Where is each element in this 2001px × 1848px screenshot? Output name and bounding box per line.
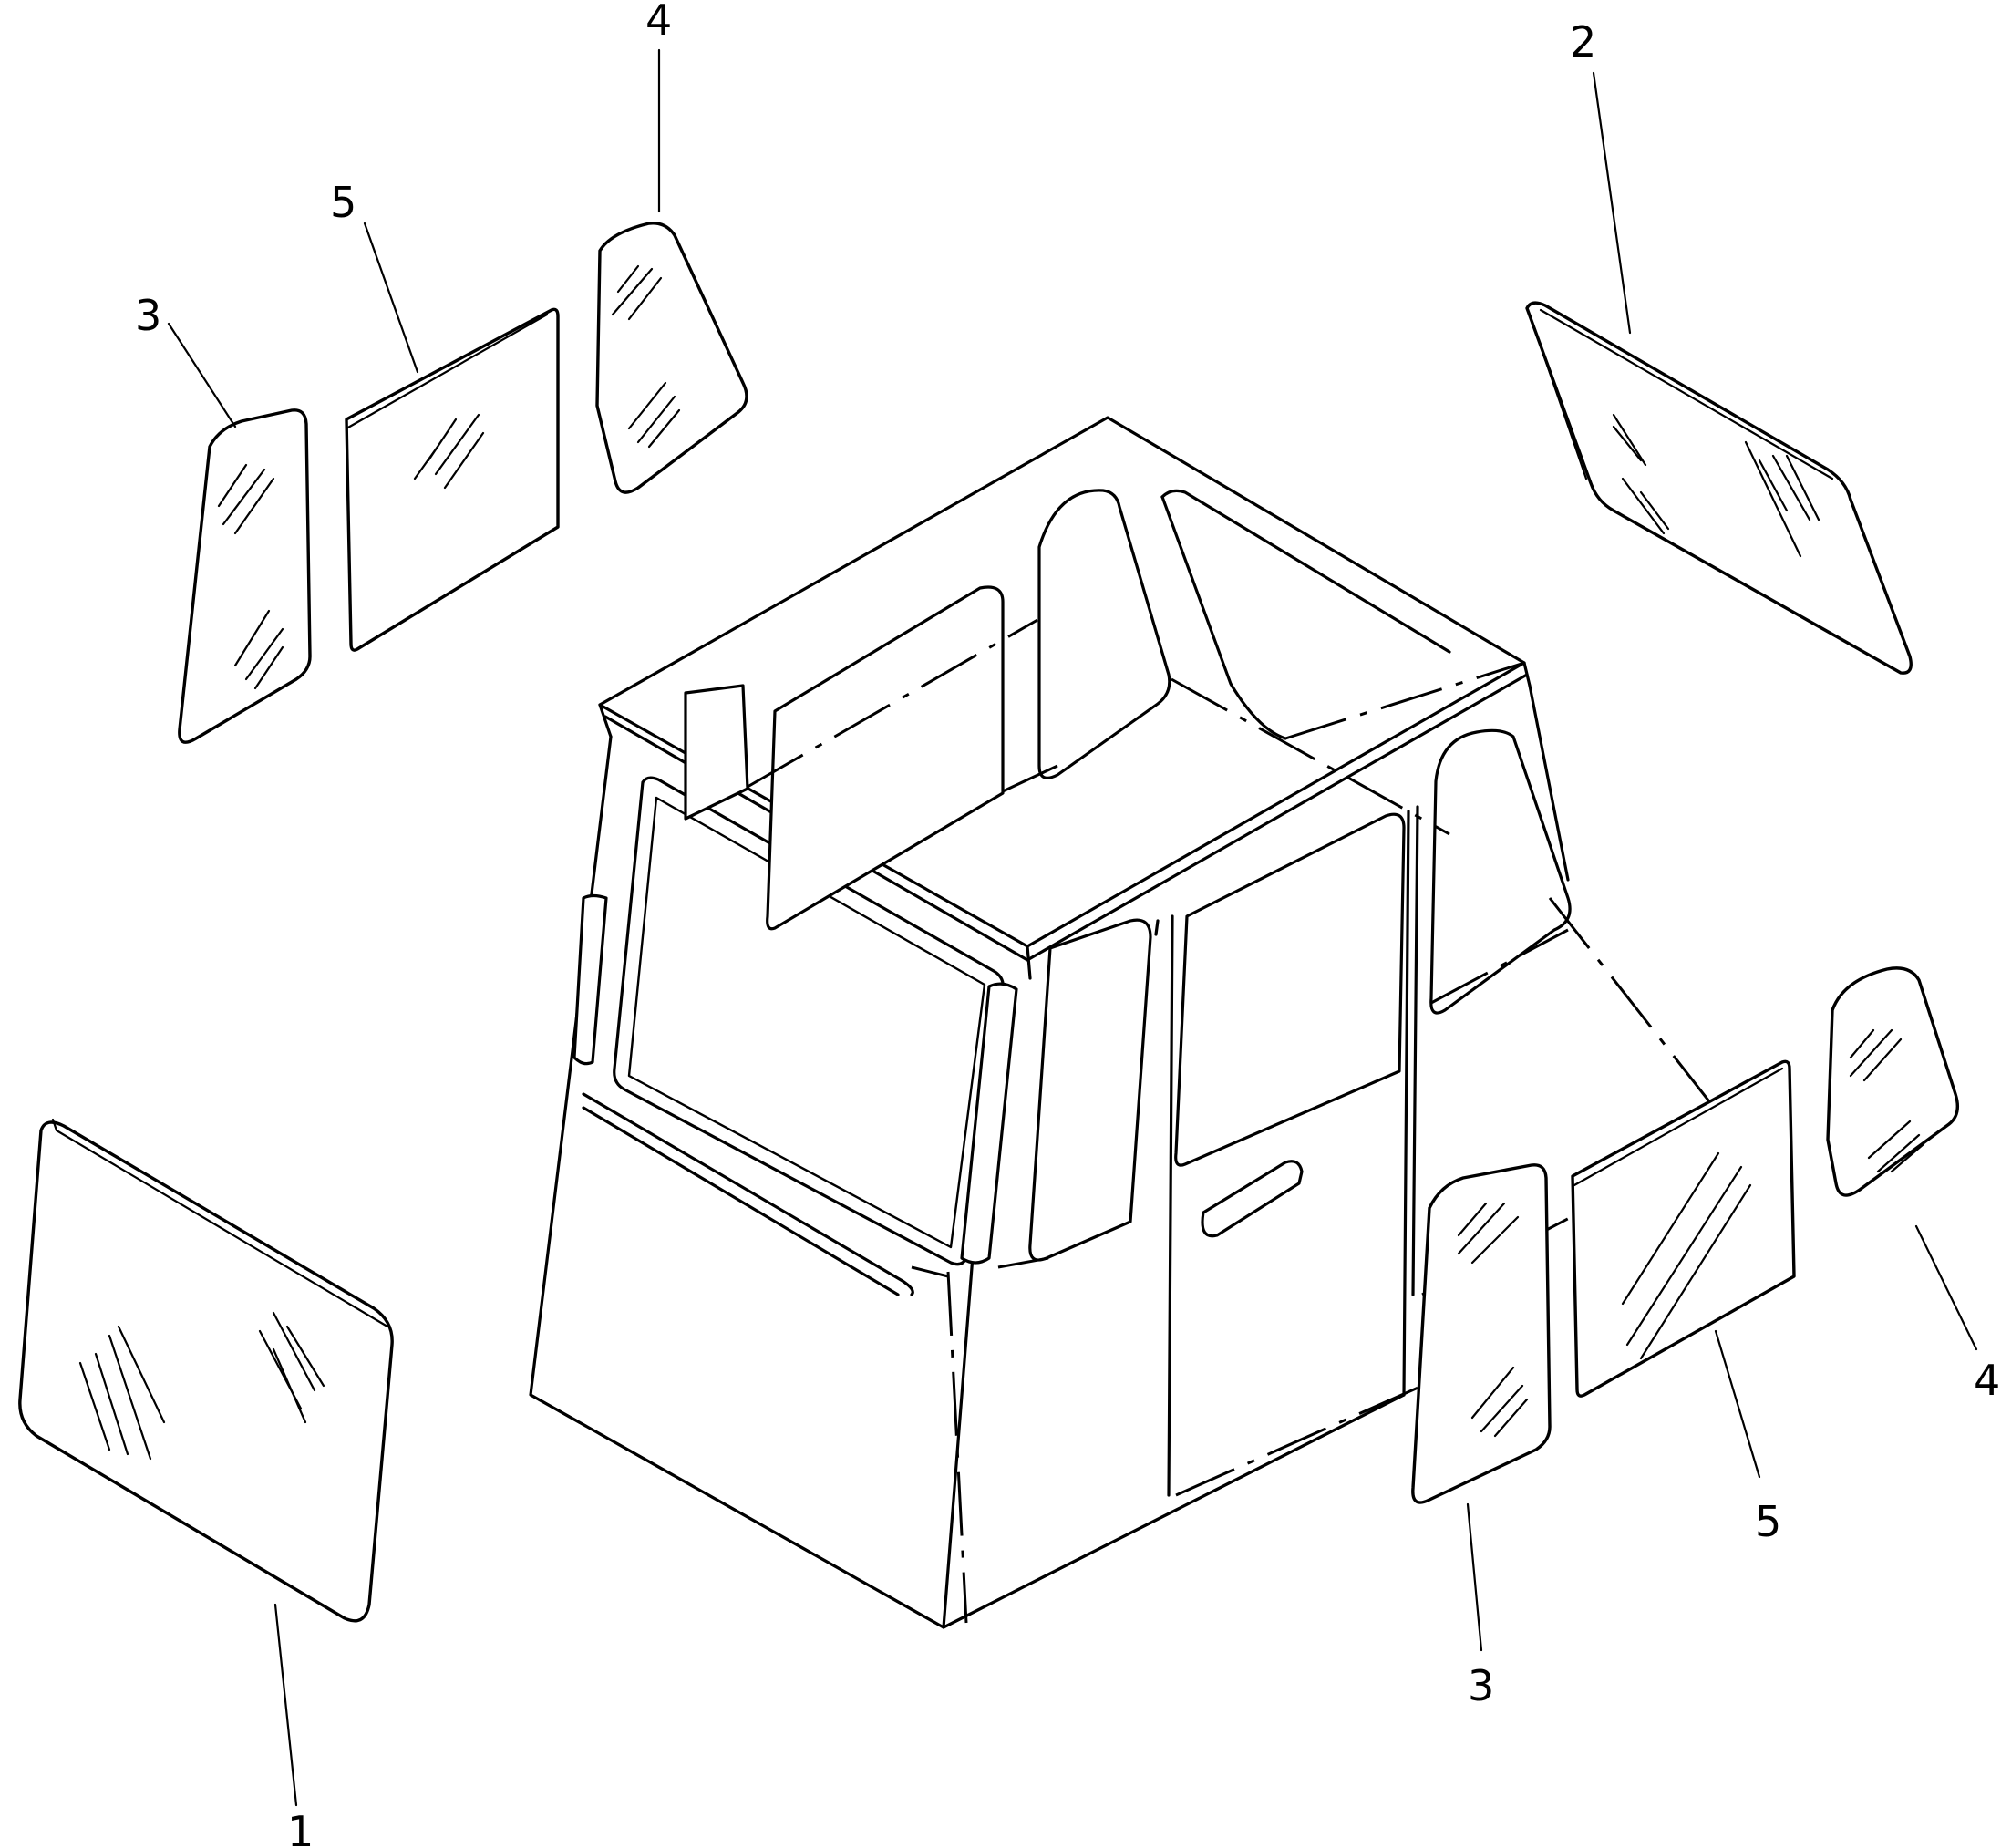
rear-left-small-window (684, 684, 749, 821)
door-handle (1201, 1160, 1304, 1238)
callout-3-lower: 3 (1468, 1661, 1494, 1710)
glass-part-5-right[interactable] (1571, 1059, 1796, 1398)
right-front-side-window (1028, 918, 1152, 1262)
glass-part-4-right[interactable] (1826, 966, 1959, 1197)
callout-5-upper: 5 (330, 178, 356, 227)
door-window-opening (1174, 812, 1406, 1167)
callout-4-upper: 4 (645, 0, 672, 45)
callout-3-upper: 3 (135, 291, 161, 340)
operator-cab (529, 416, 1572, 1629)
callout-2: 2 (1570, 17, 1596, 67)
left-grab-rail (572, 893, 608, 1066)
rear-quarter-window (1037, 489, 1171, 779)
corner-grab-rail (960, 982, 1018, 1265)
phantom-lines (530, 618, 1734, 1629)
glass-part-2[interactable] (1525, 301, 1913, 675)
glass-part-4-left[interactable] (595, 222, 748, 494)
glass-part-3-right[interactable] (1411, 1163, 1552, 1504)
leader-lines (167, 48, 1978, 1807)
glass-part-1[interactable] (18, 1118, 394, 1623)
glass-part-3-left[interactable] (178, 408, 312, 744)
callout-5-lower: 5 (1755, 1497, 1781, 1546)
callout-numbers: 1 2 3 5 4 3 5 4 (135, 0, 2000, 1848)
callout-1: 1 (287, 1807, 314, 1848)
callout-4-lower: 4 (1974, 1356, 2000, 1405)
right-rear-side-window (1429, 728, 1572, 1015)
glass-part-5-left[interactable] (345, 307, 560, 652)
